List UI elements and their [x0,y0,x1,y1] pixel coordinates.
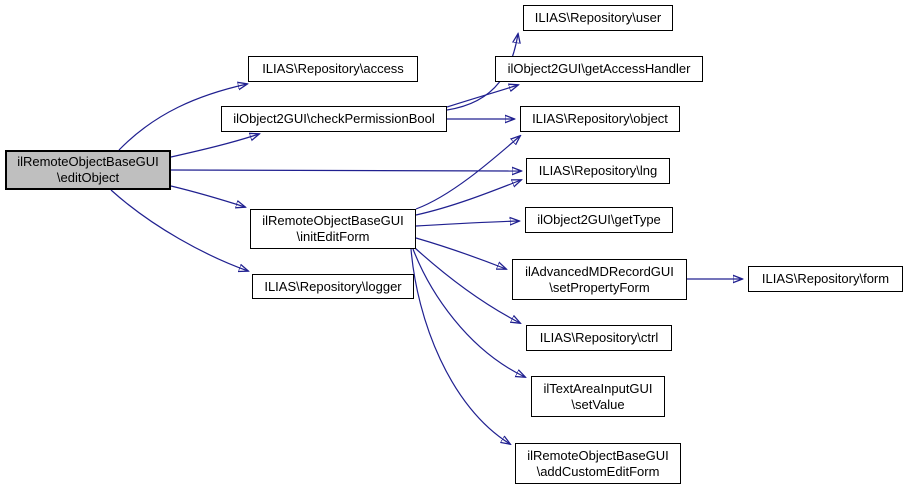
edge-initEditForm-addCustomEditForm [410,248,510,444]
node-label-line: ilTextAreaInputGUI [543,380,653,396]
node-label-line: \editObject [56,170,120,185]
edge-initEditForm-ctrl [414,247,520,323]
node-label-line: ilObject2GUI\checkPermissionBool [233,111,435,126]
node-ilias-repository-access[interactable]: ILIAS\Repository\access [248,56,418,82]
edge-initEditForm-setValue [412,248,525,377]
node-label-line: ilAdvancedMDRecordGUI [525,263,674,279]
edge-initEditForm-object [415,136,520,210]
node-ilias-repository-object[interactable]: ILIAS\Repository\object [520,106,680,132]
edge-checkPermissionBool-getAccessHandler [446,85,518,108]
node-ilobject2gui-gettype[interactable]: ilObject2GUI\getType [525,207,673,233]
edge-editObject-logger [110,189,248,271]
node-label-line: \setPropertyForm [549,279,650,295]
node-ilobject2gui-getaccesshandler[interactable]: ilObject2GUI\getAccessHandler [495,56,703,82]
edge-initEditForm-setPropertyForm [415,237,506,269]
node-label-line: ilRemoteObjectBaseGUI [527,447,669,463]
node-label-line: ILIAS\Repository\object [532,111,668,126]
node-ilremoteobjectbasegui-addcustomeditform[interactable]: ilRemoteObjectBaseGUI \addCustomEditForm [515,443,681,484]
node-label-line: ILIAS\Repository\access [262,61,404,76]
node-label-line: ilObject2GUI\getType [537,212,661,227]
node-ilias-repository-ctrl[interactable]: ILIAS\Repository\ctrl [526,325,672,351]
node-label-line: ilRemoteObjectBaseGUI [262,213,404,228]
edge-checkPermissionBool-user [446,34,518,111]
edge-initEditForm-getType [415,221,519,227]
node-label-line: ILIAS\Repository\lng [538,163,658,178]
node-label-line: \initEditForm [296,229,370,244]
edge-editObject-access [118,84,247,151]
node-ilias-repository-user[interactable]: ILIAS\Repository\user [523,5,673,31]
node-label-line: ILIAS\Repository\user [534,10,662,25]
node-ilobject2gui-checkpermissionbool[interactable]: ilObject2GUI\checkPermissionBool [221,106,447,132]
node-iladvancedmdrecordgui-setpropertyform[interactable]: ilAdvancedMDRecordGUI \setPropertyForm [512,259,687,300]
edge-initEditForm-lng [415,180,521,216]
node-label-line: ILIAS\Repository\form [761,271,890,286]
node-label-line: ILIAS\Repository\logger [264,278,402,294]
node-label-line: ILIAS\Repository\ctrl [539,330,659,345]
node-ilremoteobjectbasegui-editobject: ilRemoteObjectBaseGUI \editObject [5,150,171,190]
node-iltextareainputgui-setvalue[interactable]: ilTextAreaInputGUI \setValue [531,376,665,417]
edge-editObject-initEditForm [170,185,245,207]
node-label-line: \setValue [571,396,625,412]
node-ilremoteobjectbasegui-initeditform[interactable]: ilRemoteObjectBaseGUI \initEditForm [250,209,416,249]
node-label-line: ilObject2GUI\getAccessHandler [507,61,691,76]
node-ilias-repository-logger[interactable]: ILIAS\Repository\logger [252,274,414,299]
node-label-line: \addCustomEditForm [536,463,660,479]
node-ilias-repository-form[interactable]: ILIAS\Repository\form [748,266,903,292]
node-ilias-repository-lng[interactable]: ILIAS\Repository\lng [526,158,670,184]
edge-editObject-lng [170,170,521,171]
node-label-line: ilRemoteObjectBaseGUI [17,154,159,169]
edge-editObject-checkPermissionBool [170,134,259,158]
